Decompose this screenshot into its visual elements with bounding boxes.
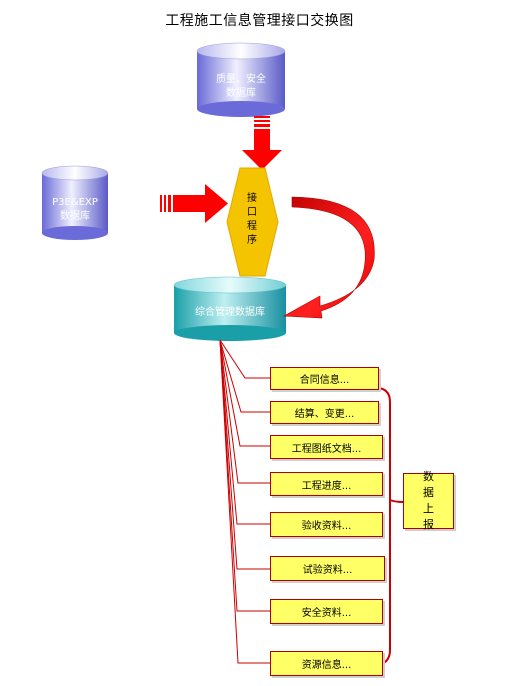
info-node-drawings[interactable]: 工程图纸文档... [270, 435, 383, 459]
info-node-progress[interactable]: 工程进度... [270, 472, 383, 496]
integrated-database-cylinder [173, 276, 287, 341]
arrow-right-from-p3e-db [160, 184, 228, 223]
page-title: 工程施工信息管理接口交换图 [165, 13, 354, 29]
curved-arrow-to-integrated-db [282, 196, 375, 319]
quality-safety-db-label: 质量、安全 数据库 [197, 73, 285, 101]
interface-program-label: 接口程序 [247, 193, 257, 246]
fan-out-connectors [219, 339, 270, 664]
p3e-exp-db-label-line2: 数据库 [60, 211, 90, 222]
p3e-exp-database-cylinder [41, 165, 109, 240]
quality-safety-db-label-line2: 数据库 [226, 88, 256, 99]
p3e-exp-db-label-line1: P3E&EXP [52, 197, 98, 208]
data-report-box[interactable]: 数据上报 [403, 470, 454, 531]
integrated-db-label: 综合管理数据库 [195, 307, 265, 318]
quality-safety-db-label-line1: 质量、安全 [216, 74, 266, 85]
info-node-resources[interactable]: 资源信息... [270, 651, 383, 676]
arrow-down-from-quality-db [242, 116, 282, 170]
report-brace-connectors [378, 387, 404, 666]
p3e-exp-db-label: P3E&EXP 数据库 [42, 196, 108, 224]
info-node-settlement[interactable]: 结算、变更... [270, 401, 379, 424]
info-node-safety[interactable]: 安全资料... [270, 599, 383, 624]
quality-safety-database-cylinder [196, 42, 286, 117]
data-report-label: 数据上报 [423, 470, 434, 531]
info-node-testing[interactable]: 试验资料... [270, 556, 385, 581]
interface-program-hexagon [226, 167, 279, 277]
info-node-acceptance[interactable]: 验收资料... [270, 512, 383, 537]
info-node-contract[interactable]: 合同信息... [270, 367, 379, 390]
